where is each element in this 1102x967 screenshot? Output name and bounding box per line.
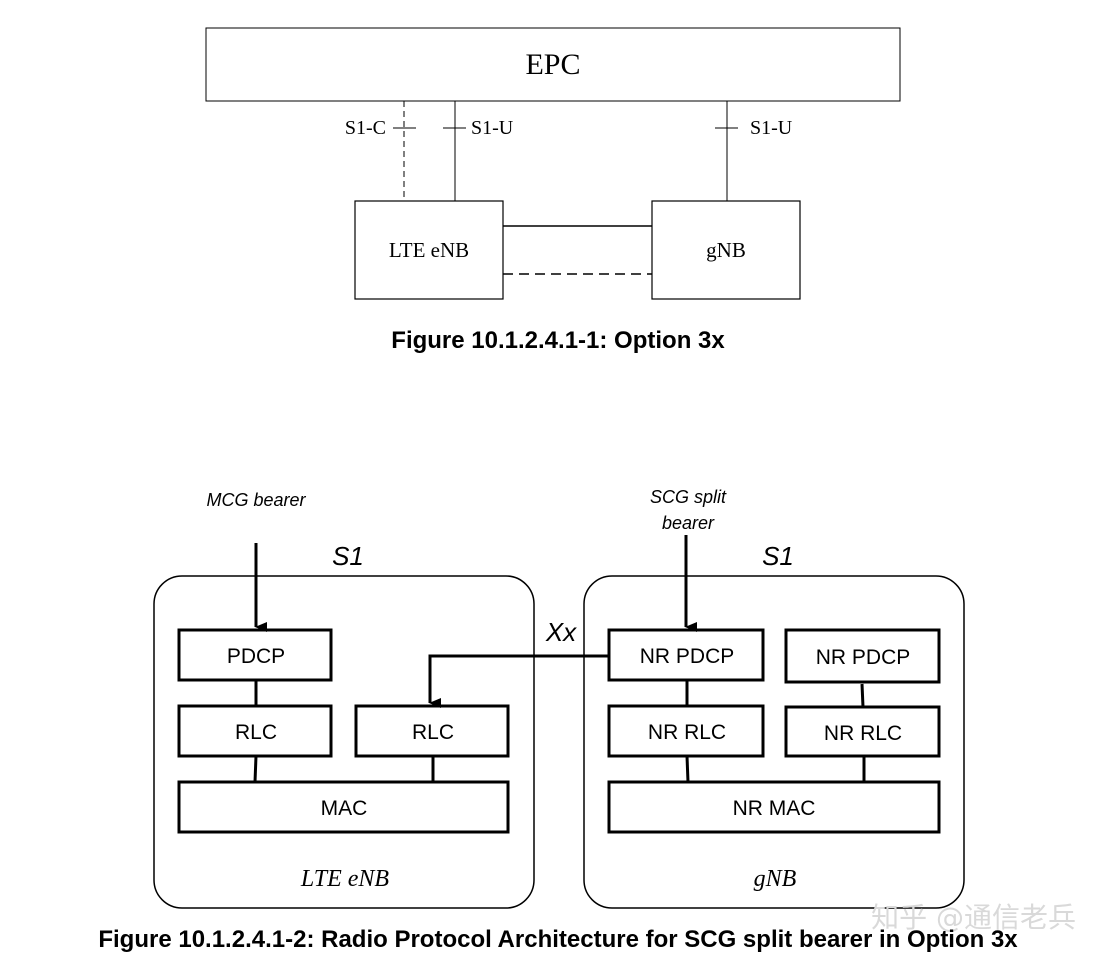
xx-interface-label: Xx (545, 617, 577, 647)
gnb-rlc-left-box (607, 704, 765, 758)
enb-rlc-right-box (354, 704, 510, 758)
s1-c-label: S1-C (345, 117, 386, 139)
epc-label: EPC (525, 48, 580, 81)
enb-rlc-right-label: RLC (412, 721, 454, 744)
s1-left-label: S1 (332, 541, 364, 571)
gnb-label: gNB (706, 238, 746, 262)
gnb-pdcp-right-label: NR PDCP (816, 646, 911, 669)
s1-u-right-label: S1-U (750, 117, 793, 139)
figure-1: EPC S1-C S1-U S1-U LTE eNB gNB Figure 10… (205, 27, 901, 354)
gnb-mac-label: NR MAC (733, 797, 816, 820)
enb-mac-label: MAC (321, 797, 368, 820)
figure-2: MCG bearer SCG split bearer S1 S1 LTE eN… (98, 487, 1076, 953)
lte-enb-node-label: LTE eNB (300, 866, 390, 892)
gnb-mac-box (607, 780, 941, 834)
enb-pdcp-label: PDCP (227, 645, 285, 668)
gnb-rlc-right-label: NR RLC (824, 722, 902, 745)
gnb-pdcp-left-label: NR PDCP (640, 645, 735, 668)
scg-split-bearer-label-line1: SCG split (650, 487, 727, 507)
lte-enb-box (354, 200, 504, 300)
enb-rlc-left-label: RLC (235, 721, 277, 744)
watermark: 知乎 @通信老兵 (871, 901, 1076, 934)
gnb-box (651, 200, 801, 300)
enb-pdcp-box (177, 628, 333, 682)
figure-1-caption: Figure 10.1.2.4.1-1: Option 3x (391, 327, 725, 354)
enb-rlc-mac-link-left (253, 755, 258, 783)
lte-enb-label: LTE eNB (389, 238, 469, 262)
mcg-bearer-label: MCG bearer (206, 490, 306, 510)
xx-split-path-arrow (428, 654, 609, 708)
enb-mac-box (177, 780, 510, 834)
enb-rlc-left-box (177, 704, 333, 758)
gnb-rlc-left-label: NR RLC (648, 721, 726, 744)
gnb-pdcp-right-box (784, 628, 941, 684)
gnb-node-label: gNB (754, 866, 797, 892)
gnb-rlc-right-box (784, 705, 941, 758)
s1-right-label: S1 (762, 541, 794, 571)
gnb-pdcp-rlc-link-right (860, 683, 865, 708)
s1-u-left-label: S1-U (471, 117, 514, 139)
scg-split-bearer-label-line2: bearer (662, 513, 715, 533)
figure-2-caption: Figure 10.1.2.4.1-2: Radio Protocol Arch… (98, 926, 1018, 953)
epc-box (205, 27, 901, 102)
gnb-rlc-mac-link-left (685, 755, 690, 783)
